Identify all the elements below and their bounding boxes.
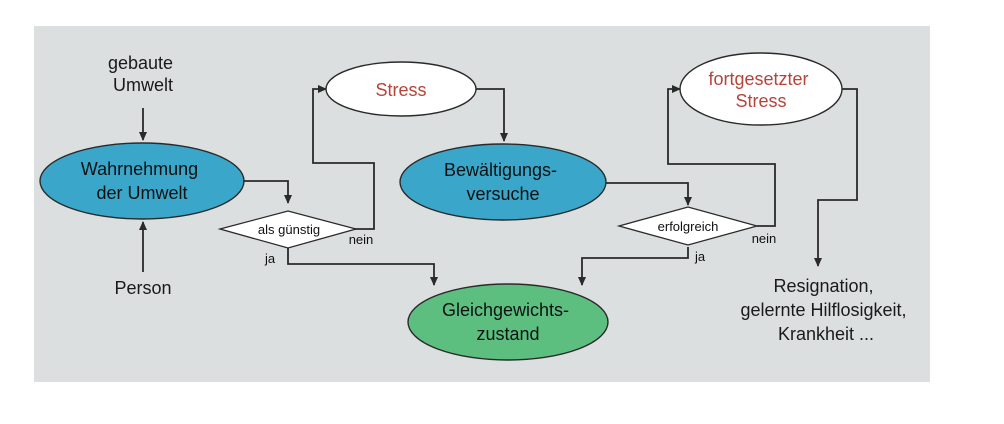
stress-node: Stress <box>325 61 477 117</box>
stress-label: Stress <box>375 80 426 100</box>
bewaeltigung-line1: Bewältigungs- <box>444 160 557 180</box>
resignation-line2: gelernte Hilflosigkeit, <box>740 300 906 320</box>
arrow-bewaeltigung-to-decision2 <box>605 182 692 206</box>
fortgesetzter-stress-line2: Stress <box>735 91 786 111</box>
gebaute-umwelt-line2: Umwelt <box>113 75 173 95</box>
gleichgewicht-line2: zustand <box>476 324 539 344</box>
decision-als-guenstig-ja: ja <box>264 251 276 266</box>
gebaute-umwelt-line1: gebaute <box>108 53 173 73</box>
resignation-label: Resignation, gelernte Hilflosigkeit, Kra… <box>740 276 911 344</box>
fortgesetzter-stress-node: fortgesetzter Stress <box>679 52 843 126</box>
decision-als-guenstig-nein: nein <box>349 232 374 247</box>
decision-als-guenstig-diamond <box>217 210 359 249</box>
decision-als-guenstig-label: als günstig <box>258 222 320 237</box>
wahrnehmung-ellipse <box>39 142 245 220</box>
connectors <box>139 85 858 286</box>
arrow-decision1-ja-to-gleichgewicht <box>287 246 438 286</box>
stress-ellipse <box>325 61 477 117</box>
gleichgewicht-label: Gleichgewichts- zustand <box>442 300 574 344</box>
bewaeltigung-ellipse <box>399 143 607 221</box>
resignation-line1: Resignation, <box>773 276 873 296</box>
resignation-line3: Krankheit ... <box>778 324 874 344</box>
wahrnehmung-node: Wahrnehmung der Umwelt <box>39 142 245 220</box>
arrow-decision2-nein-to-fortgesetzt <box>667 85 776 227</box>
gleichgewicht-ellipse <box>407 283 609 361</box>
decision-erfolgreich-label: erfolgreich <box>658 219 719 234</box>
arrow-decision2-ja-to-gleichgewicht <box>578 247 689 286</box>
arrow-stress-to-bewaeltigung <box>476 88 508 142</box>
gleichgewicht-node: Gleichgewichts- zustand <box>407 283 609 361</box>
person-label: Person <box>114 278 171 298</box>
decision-erfolgreich-diamond <box>616 206 760 246</box>
fortgesetzter-stress-ellipse <box>679 52 843 126</box>
bewaeltigung-node: Bewältigungs- versuche <box>399 143 607 221</box>
decision-erfolgreich-nein: nein <box>752 231 777 246</box>
gebaute-umwelt-label: gebaute Umwelt <box>108 53 178 95</box>
bewaeltigung-label: Bewältigungs- versuche <box>444 160 562 204</box>
decision-erfolgreich: erfolgreich ja nein <box>616 206 777 264</box>
bewaeltigung-line2: versuche <box>466 184 539 204</box>
decision-erfolgreich-ja: ja <box>694 249 706 264</box>
fortgesetzter-stress-line1: fortgesetzter <box>708 69 808 89</box>
wahrnehmung-label: Wahrnehmung der Umwelt <box>81 159 203 203</box>
arrow-fortgesetzt-to-resignation <box>814 88 858 267</box>
arrow-wahrnehmung-to-decision1 <box>240 180 292 204</box>
arrow-decision1-nein-to-stress <box>312 85 375 230</box>
gleichgewicht-line1: Gleichgewichts- <box>442 300 569 320</box>
wahrnehmung-line1: Wahrnehmung <box>81 159 198 179</box>
decision-als-guenstig: als günstig ja nein <box>217 210 374 266</box>
fortgesetzter-stress-label: fortgesetzter Stress <box>708 69 813 111</box>
wahrnehmung-line2: der Umwelt <box>96 183 187 203</box>
